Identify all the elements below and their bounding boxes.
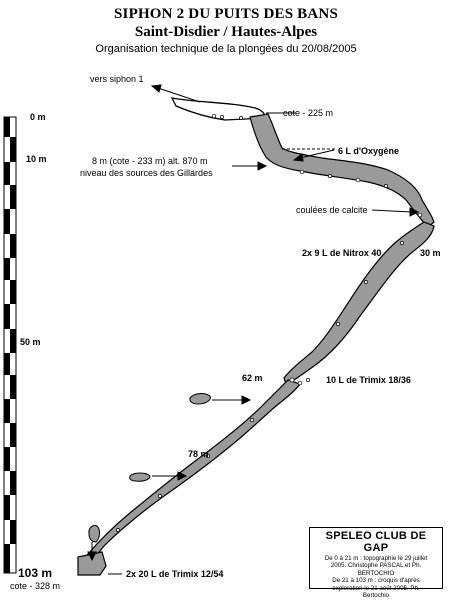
label-cote-225: cote - 225 m <box>283 108 333 118</box>
arrows <box>87 84 420 575</box>
entrance-passage <box>170 97 267 121</box>
credit-line: BERTOCHIO <box>357 569 395 577</box>
club-name: SPELEO CLUB DE GAP <box>325 530 427 554</box>
bottom-cote-note: cote - 328 m <box>10 581 60 591</box>
label-depth-30: 30 m <box>420 248 441 258</box>
label-vers-siphon: vers siphon 1 <box>90 74 144 84</box>
rock-island-3 <box>88 525 100 543</box>
label-depth-78: 78 m <box>188 449 209 459</box>
scale-label-0: 0 m <box>30 112 46 122</box>
page-subtitle: Saint-Disdier / Hautes-Alpes <box>134 24 318 40</box>
scale-label-50: 50 m <box>20 337 41 347</box>
rock-island-2 <box>129 472 151 482</box>
club-credit-box: SPELEO CLUB DE GAP De 0 à 21 m : topogra… <box>309 527 443 599</box>
club-credits: De 0 à 21 m : topographie le 29 juillet … <box>313 555 439 599</box>
credit-line: De 21 à 103 m : croquis d'après <box>332 577 420 585</box>
credit-line: 2005. Christophe PASCAL et Ph. <box>330 562 422 570</box>
label-depth-8: 8 m (cote - 233 m) alt. 870 m <box>92 156 208 166</box>
label-trimix-12-54: 2x 20 L de Trimix 12/54 <box>126 569 223 579</box>
upper-gallery <box>249 113 435 228</box>
middle-gallery <box>283 221 435 385</box>
label-nitrox-tanks: 2x 9 L de Nitrox 40 <box>302 248 381 258</box>
page-title: SIPHON 2 DU PUITS DES BANS <box>114 6 338 22</box>
rock-island-1 <box>189 393 211 405</box>
scale-label-103: 103 m <box>18 566 52 580</box>
pebbles <box>116 113 423 532</box>
label-calcite: coulées de calcite <box>296 205 368 215</box>
label-oxygene-tank: 6 L d'Oxygène <box>338 146 399 156</box>
credit-line: De 0 à 21 m : topographie le 29 juillet <box>324 555 428 562</box>
credit-line: exploration le 21 août 2005. Ph. <box>332 584 420 592</box>
depth-scale-bar <box>3 116 17 574</box>
label-gillardes: niveau des sources des Gillardes <box>80 168 213 178</box>
label-trimix-18-36: 10 L de Trimix 18/36 <box>326 375 411 385</box>
terminal-sump <box>77 551 107 576</box>
label-depth-62: 62 m <box>242 373 263 383</box>
organisation-line: Organisation technique de la plongées du… <box>95 43 357 55</box>
scale-label-10: 10 m <box>26 154 47 164</box>
credit-line: Bertochio <box>362 592 390 600</box>
